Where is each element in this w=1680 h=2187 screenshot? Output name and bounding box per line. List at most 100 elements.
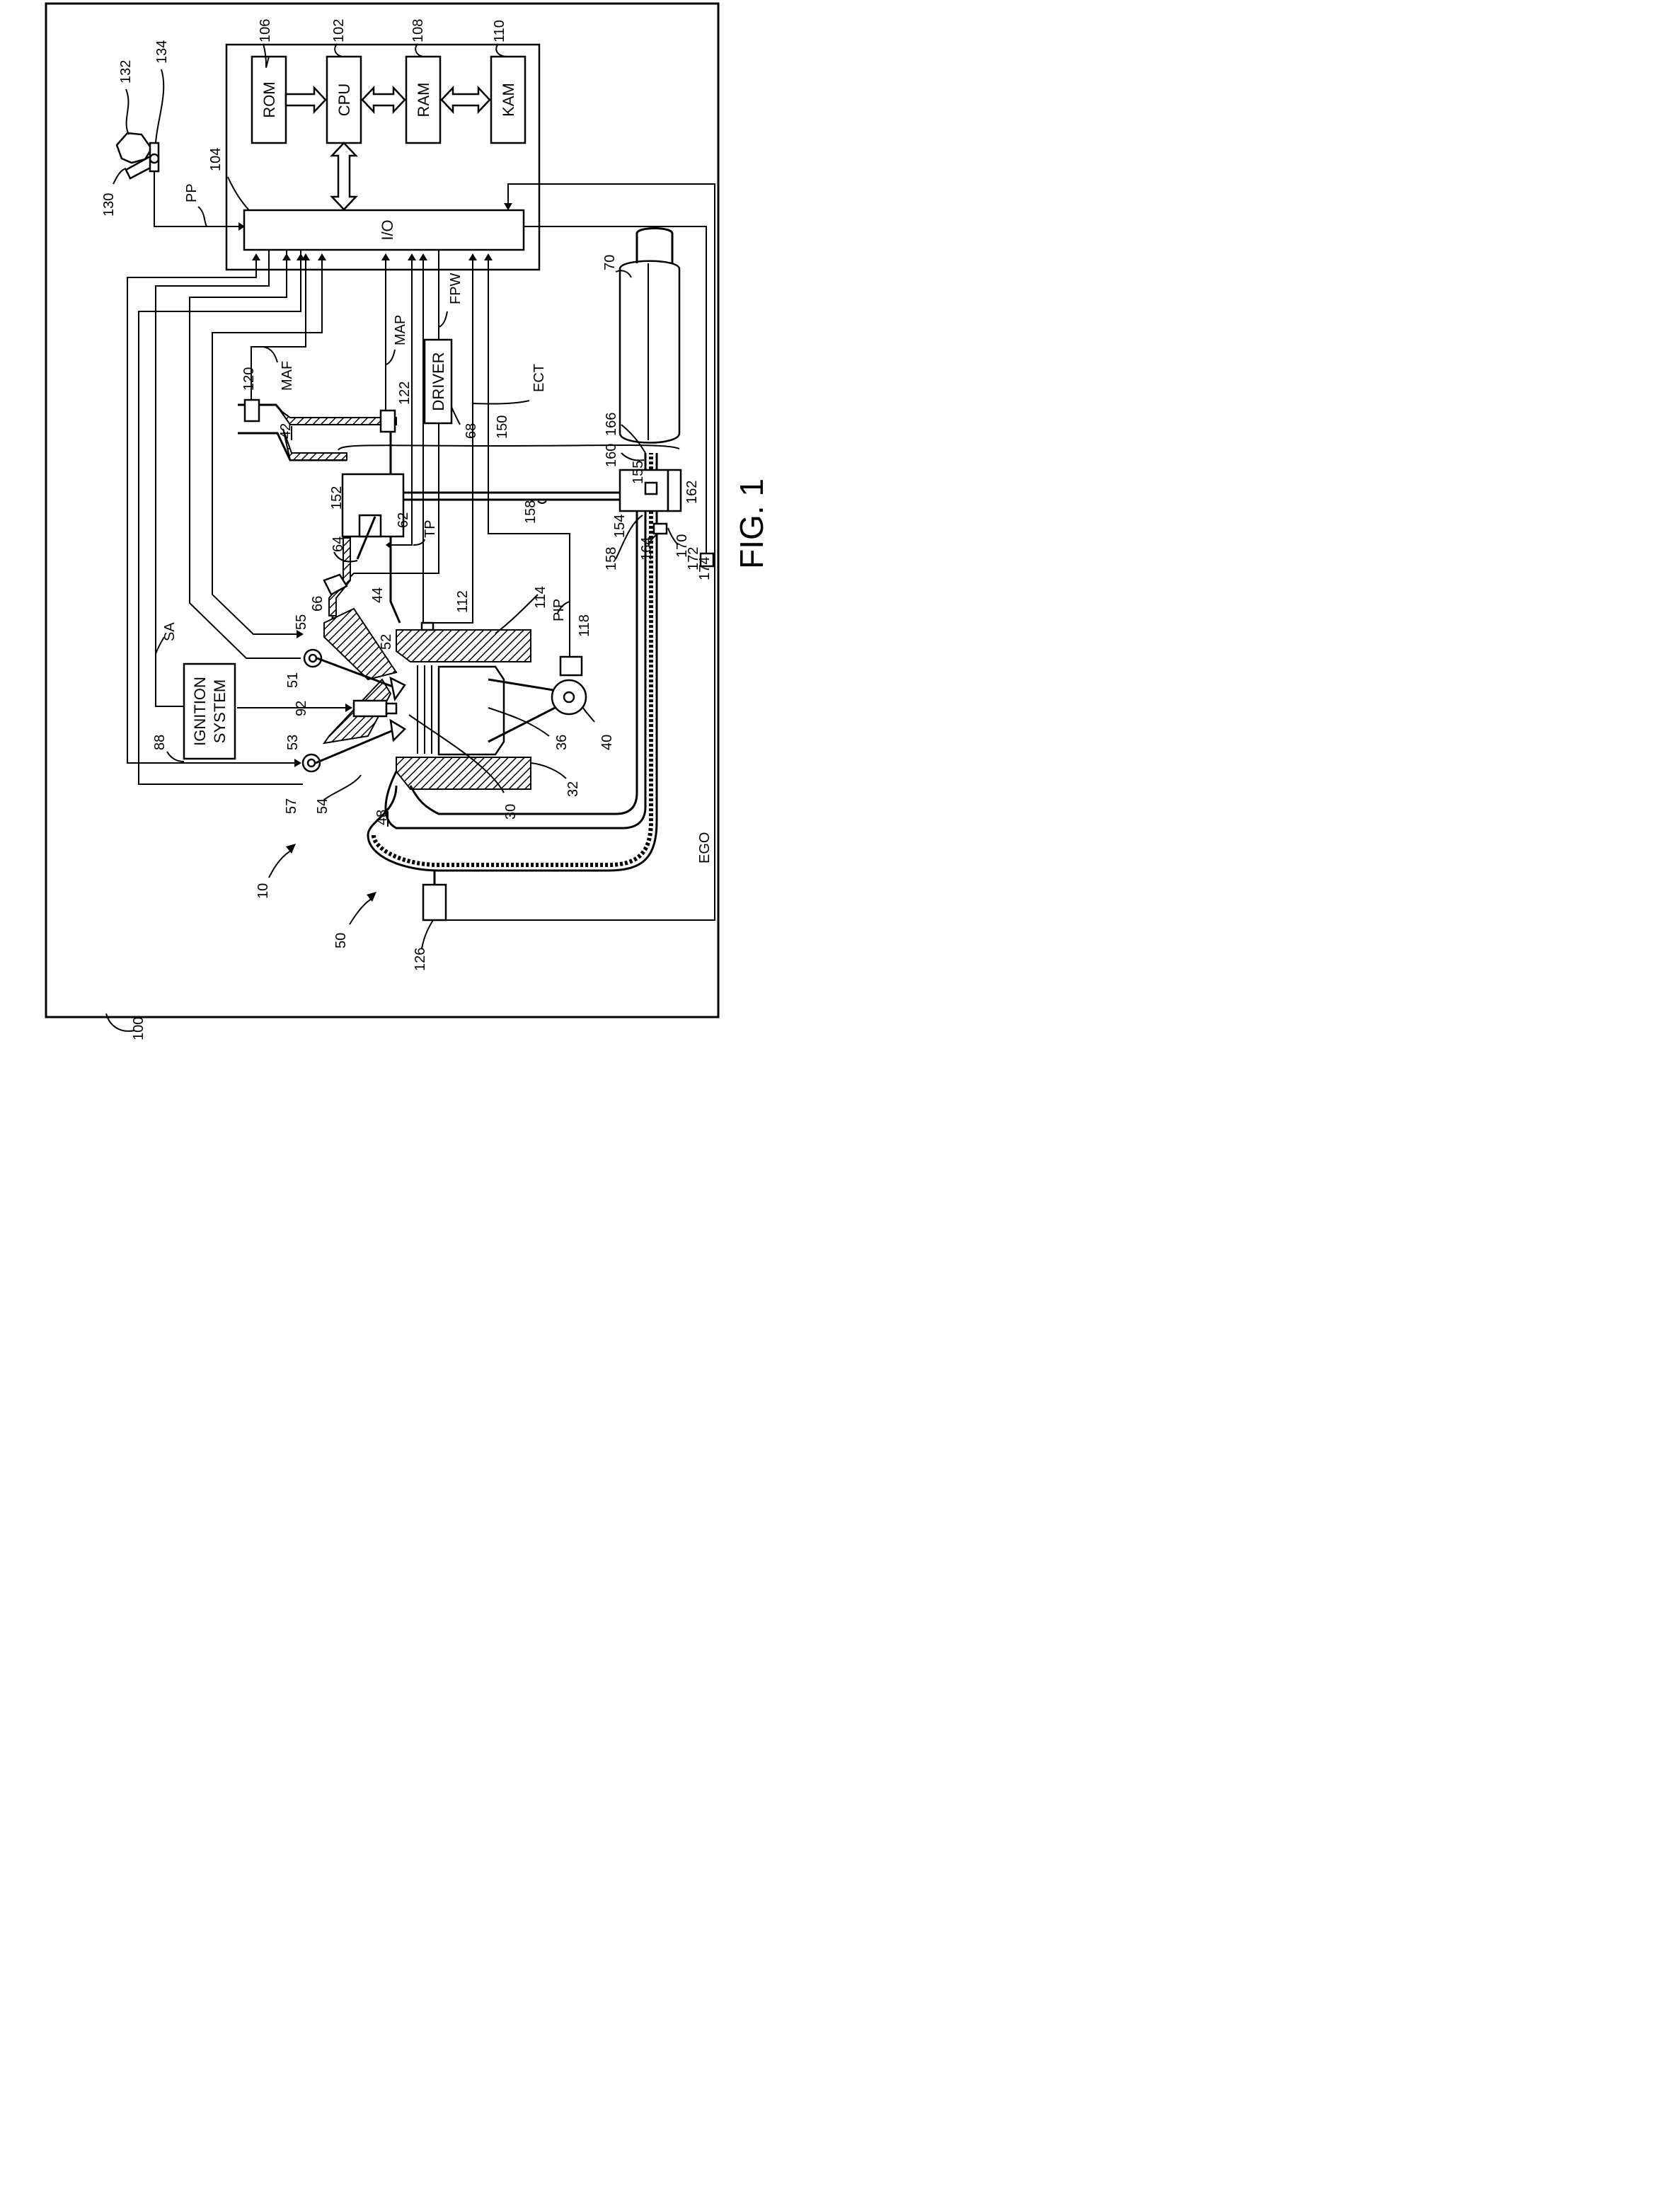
ignition-line2: SYSTEM xyxy=(211,679,229,743)
leader-170 xyxy=(667,527,679,546)
pip-arrow xyxy=(484,253,493,260)
output-174-wire xyxy=(524,226,707,553)
ref-50: 50 xyxy=(333,933,349,948)
io-arrows xyxy=(252,253,427,260)
ref-134: 134 xyxy=(154,40,170,64)
actuator-155 xyxy=(644,481,658,495)
ref-164: 164 xyxy=(639,537,655,561)
crankshaft-hub xyxy=(563,691,575,704)
sensor-174 xyxy=(699,552,715,568)
leader-166 xyxy=(621,424,646,454)
ref-120: 120 xyxy=(241,367,257,391)
fig1-engine-system-diagram: ROM CPU RAM KAM I/O 106 102 108 110 104 … xyxy=(45,2,770,1040)
leader-40 xyxy=(582,707,595,723)
ref-162: 162 xyxy=(684,481,700,504)
ref-48: 48 xyxy=(374,810,390,825)
ref-152: 152 xyxy=(329,486,345,510)
leader-36 xyxy=(488,707,550,737)
leader-158-lower xyxy=(615,515,643,560)
tailpipe xyxy=(635,227,674,263)
ref-kam: 110 xyxy=(492,20,507,42)
ref-io: 104 xyxy=(208,148,224,171)
leader-132 xyxy=(125,88,130,135)
leader-126 xyxy=(421,919,434,949)
ect-arrow xyxy=(468,253,477,260)
brace-150 xyxy=(338,444,680,451)
pp-arrow xyxy=(238,222,245,231)
spark-plug-tip xyxy=(385,702,398,715)
kam-label: KAM xyxy=(500,83,517,117)
ref-10: 10 xyxy=(255,883,271,899)
intake-system: 120 122 42 152 44 62 64 66 xyxy=(238,367,413,674)
ref-158-upper: 158 xyxy=(523,500,539,524)
maf-wire xyxy=(251,259,306,400)
signal-sa: SA xyxy=(162,622,178,641)
sensor-164 xyxy=(652,522,668,535)
exhaust-pipe-hatch xyxy=(372,453,653,867)
ref-53: 53 xyxy=(285,735,301,750)
spark-arrow xyxy=(345,704,352,712)
ref-126: 126 xyxy=(413,948,428,971)
ignition-box xyxy=(183,662,236,760)
leader-pp xyxy=(197,206,207,227)
valve-module-154 xyxy=(619,469,669,512)
ref-172: 172 xyxy=(686,547,701,570)
cylinder-head: 51 55 52 53 57 54 92 xyxy=(284,607,407,814)
leader-maf xyxy=(263,346,278,363)
leader-100 xyxy=(105,1013,135,1032)
ref-114: 114 xyxy=(533,586,548,609)
leader-30 xyxy=(408,714,505,793)
exhaust-cam-hub xyxy=(306,758,316,768)
ref-32: 32 xyxy=(565,781,581,797)
throttle-plate xyxy=(356,516,376,560)
ref-174: 174 xyxy=(697,557,713,580)
ref-64: 64 xyxy=(330,536,346,552)
map-arrow xyxy=(381,253,390,260)
ego-arrow xyxy=(504,203,512,210)
ref-57: 57 xyxy=(284,798,299,814)
coolant-sensor-112 xyxy=(420,621,435,631)
leader-rom xyxy=(263,43,270,68)
accelerator-pedal: PP 130 132 134 xyxy=(101,40,245,231)
piston-rings xyxy=(417,665,432,754)
controller-12: ROM CPU RAM KAM I/O 106 102 108 110 104 xyxy=(208,19,541,271)
cylinder-wall-upper xyxy=(396,629,531,662)
maf-sensor xyxy=(243,398,260,423)
intake-cam-hub xyxy=(308,653,318,663)
pedal-pivot xyxy=(149,153,160,164)
ego-wire xyxy=(442,183,715,921)
ref-rom: 106 xyxy=(258,19,273,42)
rom-label: ROM xyxy=(260,81,278,117)
ref-55: 55 xyxy=(294,614,309,630)
leader-160 xyxy=(621,452,645,461)
ref-62: 62 xyxy=(396,512,411,528)
exhaust-system: 48 126 70 154 155 158 160 166 162 164 17… xyxy=(367,227,715,971)
exhaust-valve-wire-b xyxy=(138,249,303,785)
leader-134 xyxy=(155,69,165,144)
intake-manifold-inner xyxy=(389,538,401,624)
ref-130: 130 xyxy=(101,193,117,217)
signal-tp: TP xyxy=(422,520,438,538)
ref-ram: 108 xyxy=(410,19,426,42)
ref-150: 150 xyxy=(495,415,510,439)
ignition-line1: IGNITION xyxy=(191,677,209,746)
intake-hatch-lower xyxy=(280,410,397,425)
leader-158-upper xyxy=(537,500,547,504)
signal-pp: PP xyxy=(184,183,200,202)
cpu-block xyxy=(326,55,362,144)
ref-170: 170 xyxy=(674,534,690,558)
fuel-injector xyxy=(323,573,348,596)
exhaust-pipe-inner xyxy=(384,453,647,830)
ref-160: 160 xyxy=(604,444,619,467)
cylinder-wall-lower xyxy=(396,757,531,790)
kam-block xyxy=(490,55,527,144)
exhaust-valve-wire xyxy=(127,259,299,764)
leader-sa xyxy=(155,636,165,655)
ref-52: 52 xyxy=(379,634,394,650)
leader-map xyxy=(386,349,396,365)
ref-92: 92 xyxy=(294,701,309,716)
driver-block: DRIVER 68 xyxy=(423,338,479,439)
pip-wire xyxy=(488,259,570,658)
crank-sensor-118 xyxy=(559,655,583,677)
ram-kam-arrow xyxy=(440,85,491,115)
